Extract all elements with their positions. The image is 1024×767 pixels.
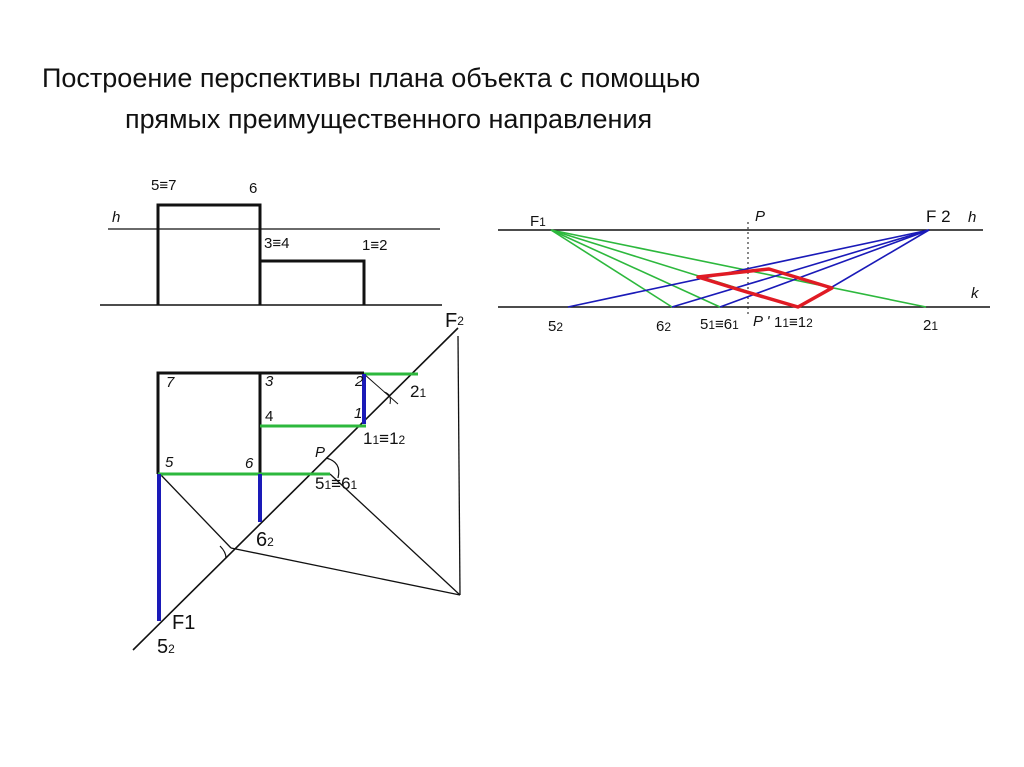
persp-label-k: k (971, 285, 980, 302)
plan-f1-ray (159, 473, 232, 549)
persp-label-21: 21 (923, 317, 938, 334)
plan-label-3: 3 (265, 373, 274, 390)
persp-label-h: h (968, 209, 976, 226)
title-line-2: прямых преимущественного направления (125, 104, 653, 134)
blue-ray-f2-52 (567, 229, 930, 308)
plan-label-62: 62 (256, 529, 274, 551)
plan-label-5: 5 (165, 454, 174, 471)
persp-label-p-prime: P ' (753, 313, 771, 330)
slide-title: Построение перспективы плана объекта с п… (0, 58, 920, 140)
elevation-label-h: h (112, 209, 120, 226)
plan-label-1: 1 (354, 405, 362, 422)
elevation-view (100, 203, 442, 306)
elevation-label-1-2: 1≡2 (362, 237, 387, 254)
plan-label-21: 21 (410, 382, 426, 401)
plan-f1-f2-line (230, 547, 461, 596)
elevation-label-5-7: 5≡7 (151, 177, 176, 194)
plan-label-f2: F2 (445, 310, 464, 332)
angle-arc-p (325, 457, 340, 479)
plan-label-p: P (315, 444, 325, 461)
plan-outline (156, 371, 364, 474)
blue-ray-f2-62 (671, 229, 930, 308)
persp-label-f1: F1 (530, 213, 546, 230)
plan-f2-ray (329, 473, 461, 596)
angle-arc-21 (383, 391, 391, 405)
low-block-outline (260, 259, 366, 305)
persp-label-p: P (755, 208, 765, 225)
plan-label-f1: F1 (172, 612, 195, 634)
persp-label-f2: F 2 (926, 207, 951, 226)
plan-f2-vertical (457, 335, 461, 596)
elevation-label-3-4: 3≡4 (264, 235, 289, 252)
tall-block-outline (156, 203, 262, 305)
persp-label-11-12: 11≡12 (774, 314, 813, 331)
green-ray-f1-51 (550, 229, 721, 308)
perspective-plan-outline (696, 267, 834, 309)
plan-ray-2-21 (363, 373, 399, 405)
plan-label-7: 7 (166, 374, 175, 391)
persp-label-62: 62 (656, 318, 671, 335)
green-ray-f1-62 (550, 229, 673, 308)
elevation-label-6: 6 (249, 180, 257, 197)
plan-label-6: 6 (245, 455, 254, 472)
persp-label-52: 52 (548, 318, 563, 335)
plan-view (132, 327, 461, 651)
perspective-view (498, 222, 990, 316)
picture-plane-trace (132, 327, 459, 651)
angle-arc-f1 (219, 545, 227, 559)
plan-label-52: 52 (157, 636, 175, 658)
green-ray-f1-21 (550, 229, 927, 308)
plan-label-2: 2 (354, 373, 364, 390)
title-line-1: Построение перспективы плана объекта с п… (42, 63, 701, 93)
plan-label-4: 4 (265, 408, 273, 425)
persp-label-51-61: 51≡61 (700, 316, 739, 333)
plan-label-11-12: 11≡12 (363, 429, 406, 448)
plan-label-51-61: 51≡61 (315, 474, 358, 493)
